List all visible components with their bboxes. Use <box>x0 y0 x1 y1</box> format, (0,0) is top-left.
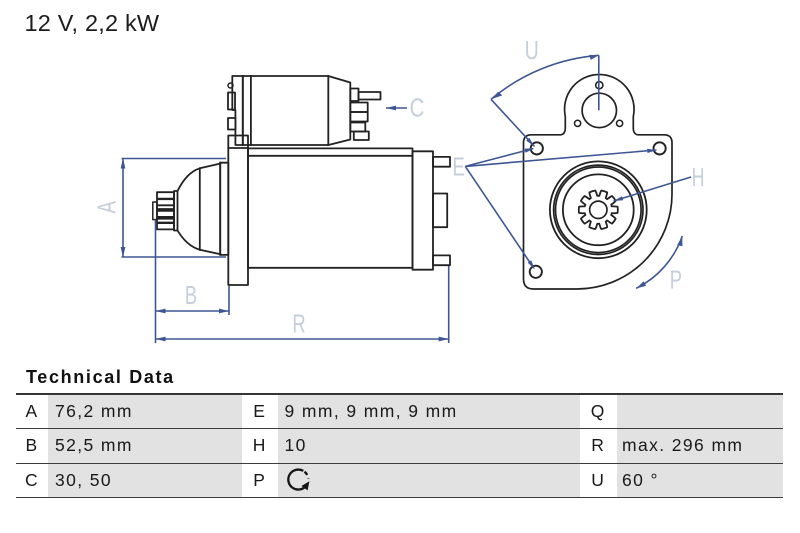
svg-text:A: A <box>93 201 122 213</box>
svg-text:B: B <box>185 281 197 310</box>
svg-text:U: U <box>525 37 539 65</box>
svg-text:P: P <box>670 265 682 294</box>
svg-text:E: E <box>452 153 464 182</box>
svg-text:C: C <box>410 93 425 122</box>
svg-text:R: R <box>292 309 305 338</box>
svg-text:H: H <box>692 163 705 192</box>
